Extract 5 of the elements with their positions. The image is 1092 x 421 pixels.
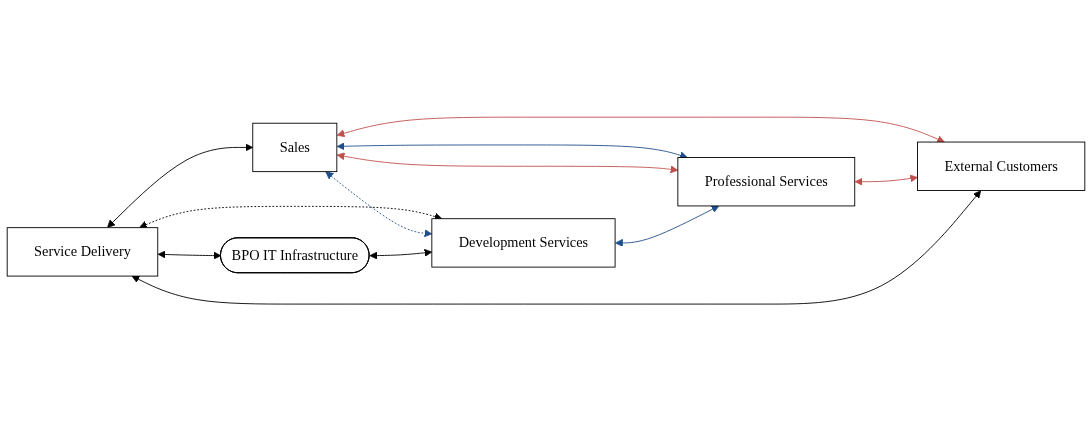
node-box: Service Delivery <box>6 227 159 277</box>
node-box: Professional Services <box>677 156 856 207</box>
node-box: External Customers <box>917 141 1086 191</box>
node-box: Sales <box>252 122 338 172</box>
node-box: Development Services <box>431 218 616 268</box>
